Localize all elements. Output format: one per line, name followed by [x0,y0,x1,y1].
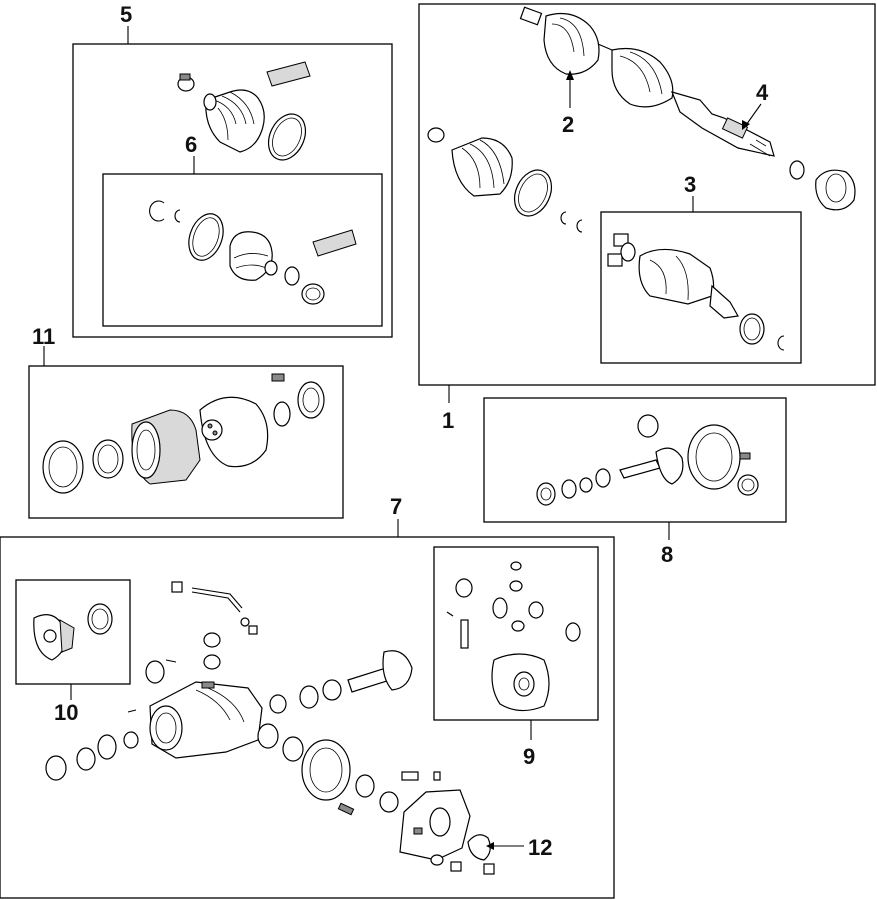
group-7-rear-differential: 7 10 9 [0,494,615,899]
group-6-inner-cv-boot-kit: 6 [102,132,383,327]
ring-gear-large [301,739,351,801]
outer-boot [451,137,513,197]
grease-packet-2 [312,229,357,257]
dust-seal [789,160,805,180]
outer-boot-band [513,169,553,217]
bolt [271,373,285,382]
boot-clamp-large [267,113,307,161]
callout-6[interactable]: 6 [185,132,197,157]
oil-seal [42,440,84,494]
drive-pinion [619,447,684,485]
callout-11[interactable]: 11 [32,324,55,349]
ring-gear [687,424,741,490]
grease-packet [266,61,311,87]
boot-clamp-small [177,73,195,92]
callout-9[interactable]: 9 [523,744,535,769]
callout-5[interactable]: 5 [120,2,132,27]
boot-clamp-ring [188,213,224,261]
joint-cap [815,169,856,211]
callout-4[interactable]: 4 [756,80,769,105]
group-5-outer-cv-boot-kit: 5 [72,2,393,338]
drain-plug [467,834,491,861]
carrier-housing [131,409,201,485]
snap-ring [149,200,165,222]
spider-gears [492,597,544,632]
tripod-joint [607,233,636,267]
outer-clamp [427,127,445,143]
callout-2[interactable]: 2 [562,112,574,137]
cv-boot [203,89,265,153]
callout-1[interactable]: 1 [442,408,454,433]
differential-housing [149,681,263,759]
callout-10[interactable]: 10 [54,700,78,725]
bearing-ring [92,439,124,479]
callout-7[interactable]: 7 [390,494,402,519]
inner-boot [229,231,278,281]
pinion-cap [637,414,659,438]
side-bearing [297,381,325,419]
callout-12[interactable]: 12 [528,835,552,860]
group-11-differential-carrier: 11 [28,324,344,519]
callout-3[interactable]: 3 [684,172,696,197]
companion-flange [33,614,75,661]
rear-cover [399,789,471,861]
shim [273,401,291,427]
group-8-ring-pinion-set: 8 [483,397,787,567]
differential-case [199,396,269,468]
axle-shaft [519,6,775,157]
vent-tube [171,581,258,635]
callout-8[interactable]: 8 [661,542,673,567]
inner-joint-housing [638,248,739,319]
pinion-shaft [299,650,413,709]
diff-case-assembly [491,653,550,712]
group-1-axle-shaft-assembly: 1 2 4 [418,3,876,433]
flange-seal [87,603,113,635]
